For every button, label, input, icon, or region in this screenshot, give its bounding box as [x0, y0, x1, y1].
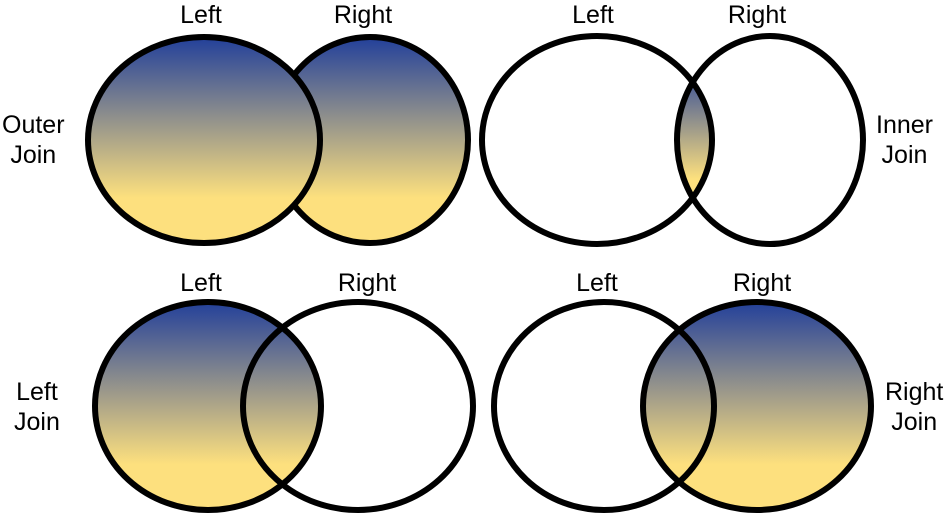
right-join-title-line2: Join [891, 408, 938, 436]
outer-join-diagram [85, 34, 471, 246]
outer-join-right-label: Right [333, 1, 393, 29]
inner-join-right-label: Right [727, 1, 787, 29]
right-join-right-label: Right [732, 269, 792, 297]
outer-join-left-set [85, 34, 323, 246]
left-join-title: Left Join [14, 377, 60, 437]
right-join-diagram [491, 299, 874, 513]
inner-join-title-line2: Join [881, 141, 928, 169]
left-join-diagram [92, 299, 476, 513]
inner-join-title: Inner Join [876, 110, 933, 170]
left-join-right-label: Right [337, 269, 397, 297]
right-join-left-label: Left [576, 269, 618, 297]
right-join-left-set [491, 299, 717, 513]
inner-join-diagram [479, 33, 866, 247]
outer-join-title-line1: Outer [2, 111, 65, 139]
right-join-right-set [640, 299, 874, 513]
left-join-right-set [240, 299, 476, 513]
inner-join-left-set [479, 33, 715, 247]
left-join-left-set [92, 299, 324, 513]
inner-join-title-line1: Inner [876, 111, 933, 139]
outer-join-title-line2: Join [10, 141, 57, 169]
outer-join-title: Outer Join [2, 110, 65, 170]
left-join-title-line1: Left [16, 378, 58, 406]
left-join-title-line2: Join [14, 408, 60, 436]
inner-join-right-set [674, 33, 866, 247]
inner-join-left-label: Left [572, 1, 614, 29]
right-join-title: Right Join [885, 377, 943, 437]
outer-join-left-label: Left [180, 1, 222, 29]
left-join-left-label: Left [180, 269, 222, 297]
right-join-title-line1: Right [885, 378, 944, 406]
